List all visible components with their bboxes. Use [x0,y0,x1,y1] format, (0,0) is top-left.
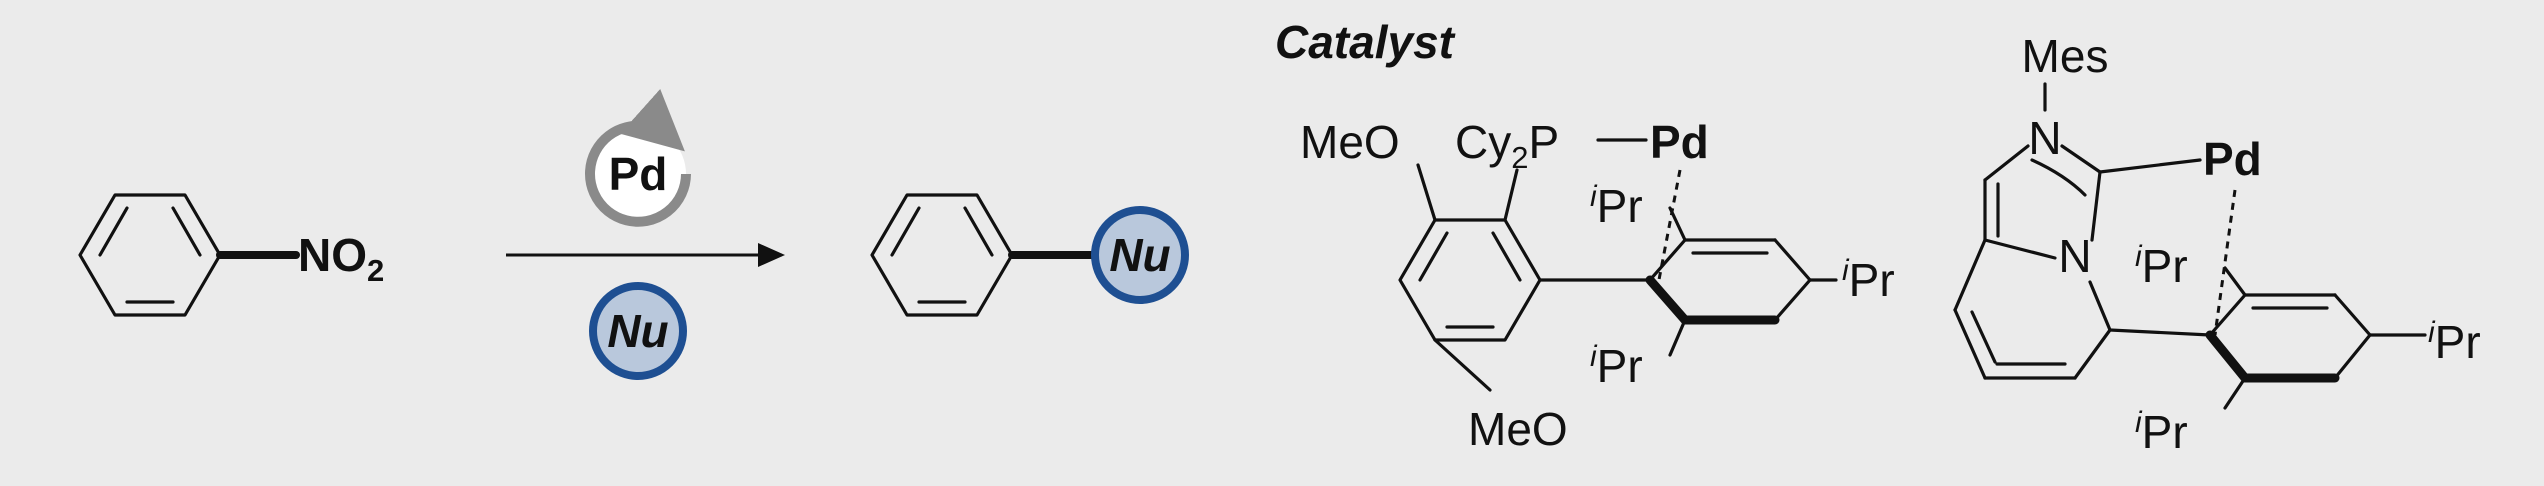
pd-arene-dashed-bond-2 [2213,189,2237,336]
methoxy-bottom-label: MeO [1468,403,1568,455]
reaction-arrow-group: Pd Nu [506,88,785,380]
nucleophile-label: Nu [607,305,668,357]
pd-catalytic-cycle-icon: Pd [585,88,691,227]
product-molecule: Nu [870,193,1189,317]
triisopropylphenyl-ring-2 [2205,293,2372,383]
isopropyl-bottom-label-2: iPr [2135,406,2188,458]
dimethoxy-aryl-ring [1398,218,1542,342]
imidazole-n-bottom-label: N [2058,230,2091,282]
nucleophile-circle: Nu [589,282,687,380]
palladium-label-1: Pd [1650,116,1709,168]
triisopropylphenyl-ring-1 [1645,238,1812,325]
mesityl-label: Mes [2022,30,2109,82]
dicyclohexylphosphino-label: Cy2P [1455,116,1559,175]
isopropyl-top-label-1: iPr [1590,180,1643,232]
pyridine-ring [1953,238,2112,380]
nitrobenzene-molecule: NO2 [78,193,384,317]
isopropyl-para-label-1: iPr [1842,254,1895,306]
imidazole-n-top-label: N [2028,112,2061,164]
methoxy-top-label: MeO [1300,116,1400,168]
catalyst-1-biarylphosphine: MeO MeO Cy2P Pd iPr iPr iPr [1300,116,1895,455]
pd-cycle-label: Pd [609,148,668,200]
benzene-ring-reactant [78,193,222,317]
catalyst-heading: Catalyst [1275,16,1456,68]
isopropyl-top-label-2: iPr [2135,240,2188,292]
nitro-group-label: NO2 [298,229,384,288]
isopropyl-bottom-label-1: iPr [1590,340,1643,392]
product-nu-label: Nu [1109,229,1170,281]
catalyst-2-nhc-complex: Mes N Pd N [1953,30,2481,458]
benzene-ring-product [870,193,1014,317]
palladium-label-2: Pd [2203,133,2262,185]
isopropyl-para-label-2: iPr [2428,316,2481,368]
product-nu-circle: Nu [1091,206,1189,304]
